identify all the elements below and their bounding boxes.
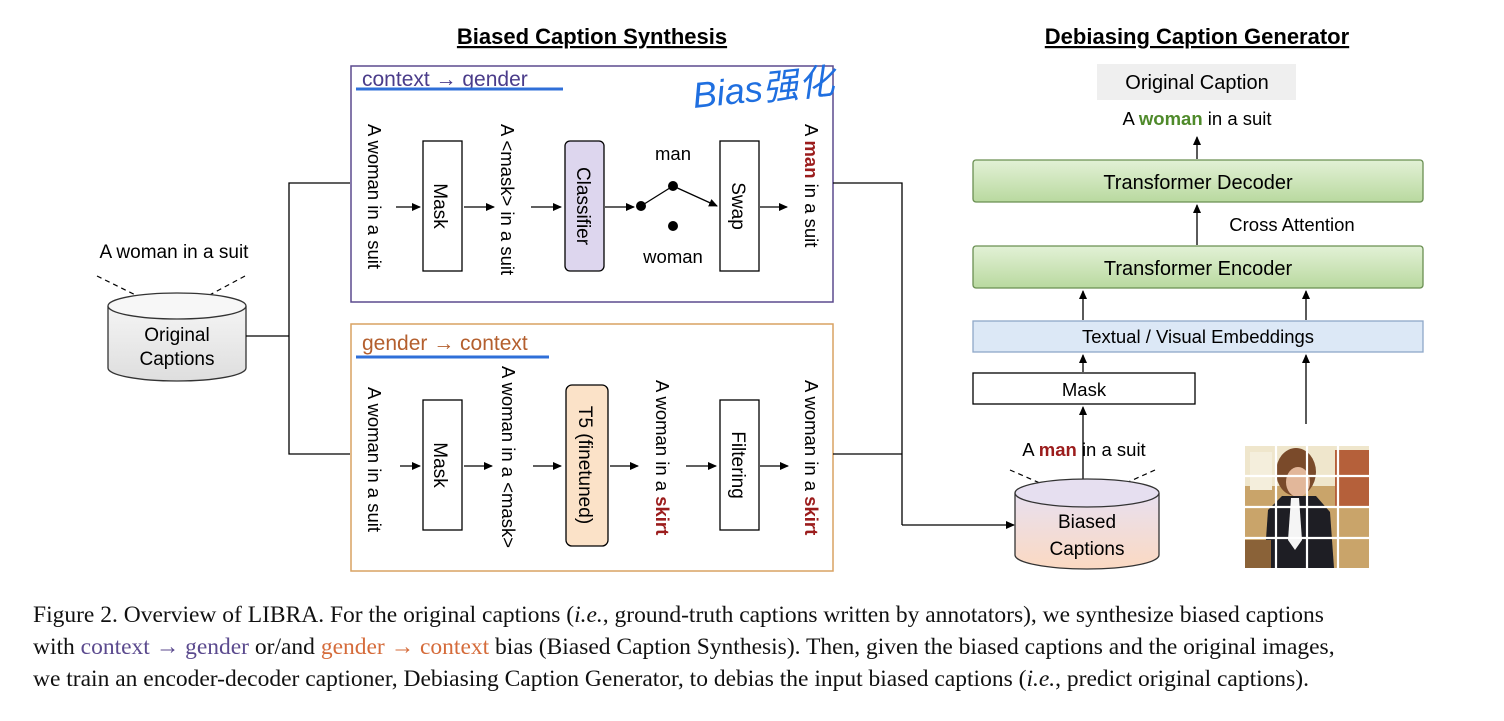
- embeddings-box: [972, 320, 1424, 353]
- biased-word-skirt-final: skirt: [801, 496, 822, 535]
- t5-label: T5 (finetuned): [574, 406, 595, 524]
- branch-connector: [246, 182, 350, 455]
- swap-box: [719, 140, 760, 272]
- filtering-label: Filtering: [727, 431, 748, 499]
- top-output-text: A man in a suit: [801, 124, 822, 247]
- debiasing-generator: Original Caption A woman in a suit Trans…: [972, 64, 1424, 570]
- generator-mask-label: Mask: [1062, 379, 1107, 400]
- classifier-box: [564, 140, 605, 272]
- biased-word-skirt: skirt: [652, 496, 673, 535]
- biased-caption-text: A man in a suit: [1022, 439, 1145, 460]
- context-to-gender-title: context → gender: [362, 68, 528, 91]
- original-db-label-1: Original: [144, 325, 209, 346]
- caption-line-2: with context → gender or/and gender → co…: [33, 634, 1335, 660]
- t5-finetuned-box: [565, 384, 609, 547]
- top-mask-label: Mask: [429, 183, 450, 229]
- cross-attention-label: Cross Attention: [1229, 214, 1354, 235]
- input-image-patches: [1245, 446, 1369, 568]
- gender-to-context-title: gender → context: [362, 332, 528, 355]
- bottom-output-text: A woman in a skirt: [801, 380, 822, 535]
- option-man-label: man: [655, 143, 691, 164]
- filtering-box: [719, 399, 760, 531]
- original-captions-db: A woman in a suit Original Captions: [96, 242, 250, 382]
- debiased-word-woman: woman: [1138, 108, 1203, 129]
- original-caption-label-box: [1097, 64, 1296, 100]
- figure-diagram: Biased Caption Synthesis Debiasing Capti…: [96, 24, 1424, 572]
- bottom-input-text: A woman in a suit: [364, 387, 385, 532]
- merge-connector: [833, 182, 1015, 529]
- handwritten-bias-note: Bias强化: [691, 60, 841, 116]
- embeddings-label: Textual / Visual Embeddings: [1082, 326, 1314, 347]
- bottom-masked-text: A woman in a <mask>: [498, 366, 519, 548]
- figure-caption: Figure 2. Overview of LIBRA. For the ori…: [33, 599, 1483, 695]
- biased-db-label-1: Biased: [1058, 512, 1116, 533]
- generated-text: A woman in a skirt: [652, 380, 673, 535]
- header-biased-caption-synthesis: Biased Caption Synthesis: [457, 24, 727, 49]
- classifier-label: Classifier: [572, 167, 593, 246]
- generator-mask-box: [972, 372, 1196, 405]
- gender-to-context-panel: gender → context A woman in a suit Mask …: [350, 323, 834, 572]
- transformer-decoder-label: Transformer Decoder: [1103, 172, 1293, 194]
- transformer-encoder-label: Transformer Encoder: [1104, 258, 1293, 280]
- bottom-mask-box: [422, 399, 463, 531]
- transformer-encoder-box: [972, 245, 1424, 289]
- biased-word-man: man: [801, 140, 822, 178]
- biased-captions-db: Biased Captions: [1014, 478, 1160, 570]
- original-caption-label: Original Caption: [1125, 72, 1268, 94]
- original-db-label-2: Captions: [140, 349, 215, 370]
- swap-label: Swap: [727, 182, 748, 230]
- top-mask-box: [422, 140, 463, 272]
- top-masked-text: A <mask> in a suit: [497, 124, 518, 275]
- caption-context-gender: context → gender: [80, 634, 250, 660]
- top-input-text: A woman in a suit: [364, 124, 385, 269]
- biased-db-label-2: Captions: [1050, 539, 1125, 560]
- caption-gender-context: gender → context: [320, 634, 490, 660]
- caption-line-1: Figure 2. Overview of LIBRA. For the ori…: [33, 602, 1324, 628]
- bottom-mask-label: Mask: [429, 442, 450, 488]
- generated-caption-text: A woman in a suit: [1122, 108, 1271, 129]
- header-debiasing-caption-generator: Debiasing Caption Generator: [1045, 24, 1350, 49]
- context-to-gender-panel: context → gender Bias强化 A woman in a sui…: [350, 60, 841, 303]
- caption-line-3: we train an encoder-decoder captioner, D…: [33, 666, 1310, 692]
- option-woman-label: woman: [642, 246, 703, 267]
- original-caption-text: A woman in a suit: [100, 242, 250, 263]
- transformer-decoder-box: [972, 159, 1424, 203]
- biased-caption-word-man: man: [1039, 439, 1077, 460]
